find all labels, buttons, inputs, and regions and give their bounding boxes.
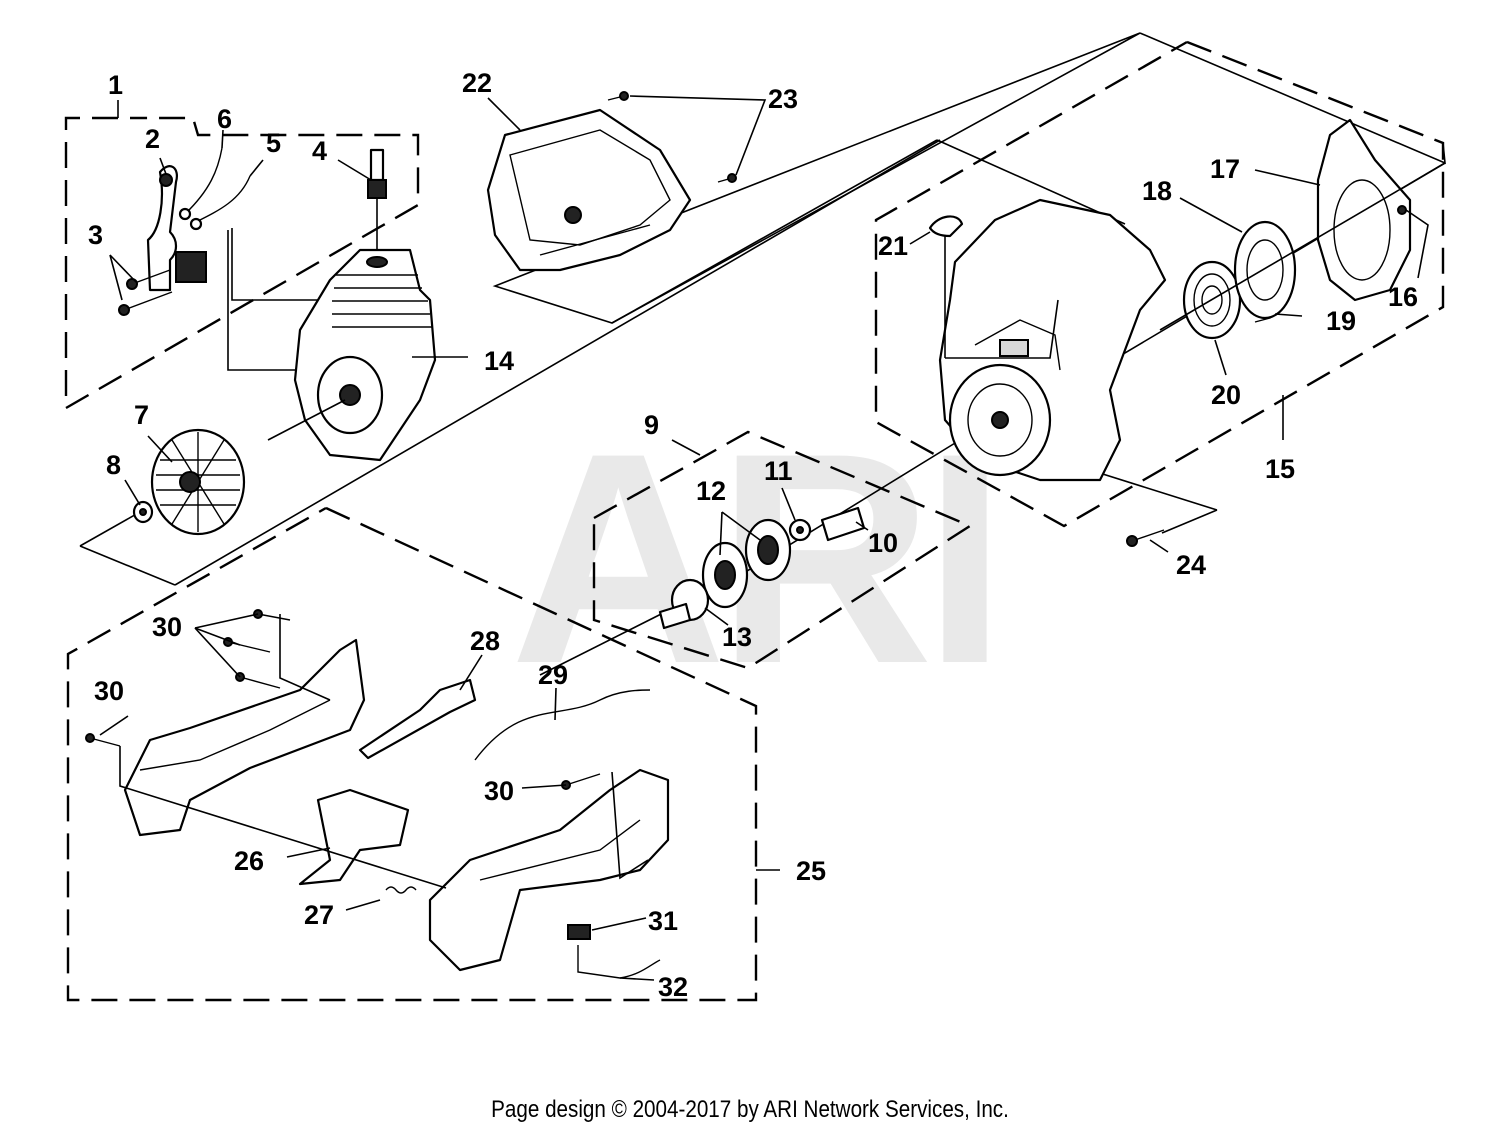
housing-screw bbox=[1126, 529, 1165, 547]
callout-31: 31 bbox=[648, 906, 678, 936]
callout-32: 32 bbox=[658, 972, 688, 1002]
throttle-trigger bbox=[298, 788, 410, 886]
stop-switch bbox=[567, 924, 661, 979]
spark-plug-wires bbox=[178, 147, 251, 231]
clutch-hub bbox=[658, 578, 710, 630]
flywheel-washer bbox=[132, 500, 154, 524]
callout-24: 24 bbox=[1176, 550, 1206, 580]
ignition-coil bbox=[146, 165, 207, 292]
callout-26: 26 bbox=[234, 846, 264, 876]
starter-handle bbox=[928, 215, 1059, 359]
callout-20: 20 bbox=[1211, 380, 1241, 410]
engine-cover bbox=[486, 108, 692, 272]
callout-30-top: 30 bbox=[152, 612, 182, 642]
callout-5: 5 bbox=[266, 128, 281, 158]
callout-28: 28 bbox=[470, 626, 500, 656]
handle-screws bbox=[85, 609, 649, 889]
callout-16: 16 bbox=[1388, 282, 1418, 312]
callout-27: 27 bbox=[304, 900, 334, 930]
callout-labels: 1 2 3 4 5 6 7 8 9 10 11 12 13 14 15 16 1… bbox=[88, 68, 1418, 1002]
callout-30-middle: 30 bbox=[484, 776, 514, 806]
clutch-washer bbox=[788, 518, 812, 542]
callout-30-left: 30 bbox=[94, 676, 124, 706]
starter-axis-line bbox=[1159, 162, 1446, 331]
callout-8: 8 bbox=[106, 450, 121, 480]
engine-block bbox=[267, 248, 437, 462]
callout-22: 22 bbox=[462, 68, 492, 98]
callout-23: 23 bbox=[768, 84, 798, 114]
callout-18: 18 bbox=[1142, 176, 1172, 206]
throttle-cable bbox=[474, 689, 651, 761]
flywheel bbox=[150, 428, 246, 536]
callout-14: 14 bbox=[484, 346, 514, 376]
callout-2: 2 bbox=[145, 124, 160, 154]
callout-21: 21 bbox=[878, 231, 908, 261]
spark-plug bbox=[367, 148, 387, 260]
callout-17: 17 bbox=[1210, 154, 1240, 184]
callout-4: 4 bbox=[312, 136, 327, 166]
starter-pulley bbox=[1233, 220, 1297, 320]
group-box-25-handle bbox=[66, 506, 780, 1002]
callout-29: 29 bbox=[538, 660, 568, 690]
cover-screws bbox=[607, 91, 767, 183]
leader-lines bbox=[99, 97, 1321, 981]
callout-7: 7 bbox=[134, 400, 149, 430]
clutch-shoes bbox=[701, 518, 792, 609]
page-footer: Page design © 2004-2017 by ARI Network S… bbox=[491, 1096, 1009, 1123]
callout-15: 15 bbox=[1265, 454, 1295, 484]
group-box-9-clutch bbox=[592, 430, 973, 670]
callout-9: 9 bbox=[644, 410, 659, 440]
handle-right-half bbox=[428, 768, 670, 972]
group-box-1-ignition bbox=[64, 100, 420, 411]
callout-19: 19 bbox=[1326, 306, 1356, 336]
throttle-lever bbox=[358, 678, 477, 760]
callout-3: 3 bbox=[88, 220, 103, 250]
callout-6: 6 bbox=[217, 104, 232, 134]
callout-1: 1 bbox=[108, 70, 123, 100]
callout-13: 13 bbox=[722, 622, 752, 652]
callout-10: 10 bbox=[868, 528, 898, 558]
callout-11: 11 bbox=[764, 456, 793, 486]
pulley-screw bbox=[1397, 205, 1429, 279]
callout-12: 12 bbox=[696, 476, 726, 506]
callout-25: 25 bbox=[796, 856, 826, 886]
ignition-screws bbox=[109, 254, 173, 316]
trigger-spring bbox=[385, 886, 417, 894]
